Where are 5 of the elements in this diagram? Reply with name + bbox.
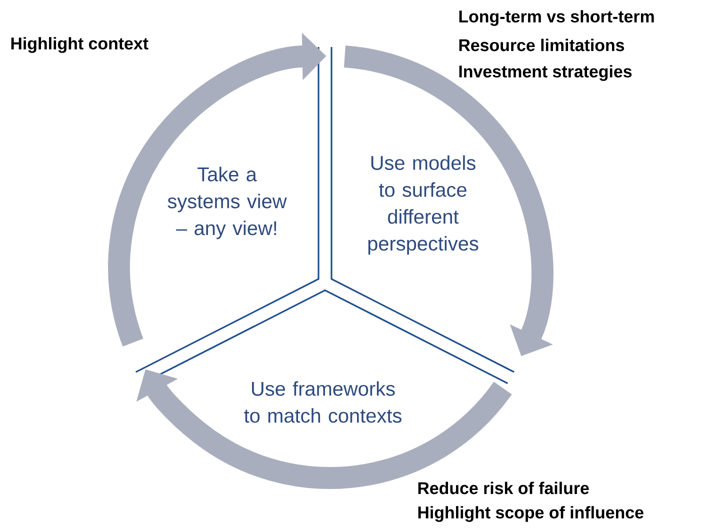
note-text: Investment strategies [459,65,632,81]
note-text: Long-term vs short-term [459,10,654,26]
note-text: Reduce risk of failure [418,482,589,494]
note-text: Resource limitations [459,38,624,52]
note-text: Highlight scope of influence [418,506,644,522]
